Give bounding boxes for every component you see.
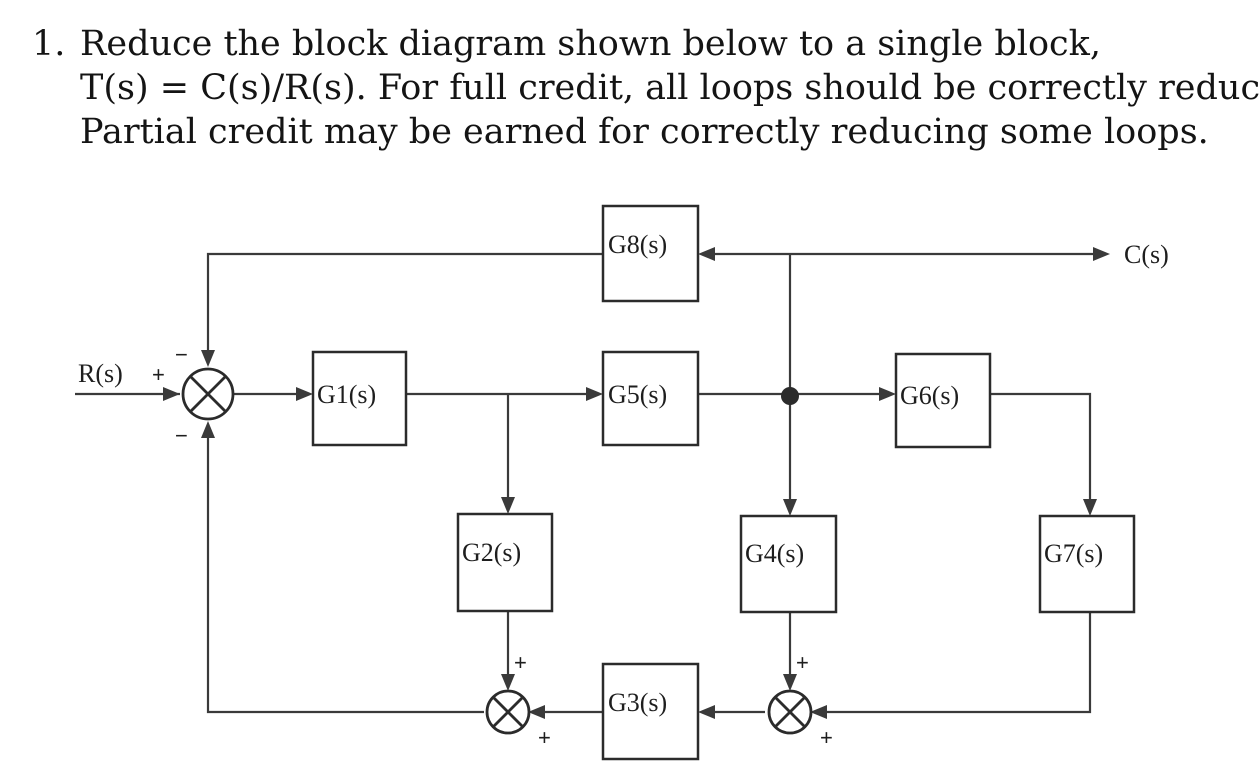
arrowhead-g5 (586, 387, 603, 401)
arrowhead-g6 (879, 387, 896, 401)
problem-line-3: Partial credit may be earned for correct… (80, 112, 1209, 152)
sign-left-top: + (514, 650, 527, 675)
problem-text: Reduce the block diagram shown below to … (80, 22, 1260, 154)
arrowhead-output (1093, 247, 1110, 261)
input-label: R(s) (78, 359, 123, 388)
block-g7-label: G7(s) (1044, 539, 1103, 568)
right-summing-junction (767, 689, 813, 735)
block-g1-label: G1(s) (317, 380, 376, 409)
arrowhead-g3 (698, 705, 715, 719)
block-g4: G4(s) (739, 514, 838, 614)
block-g2-label: G2(s) (462, 538, 521, 567)
arrowhead-g2 (501, 497, 515, 514)
sign-right-right: + (820, 725, 833, 750)
arrowhead-left-sum-top (501, 674, 515, 691)
block-g8-label: G8(s) (608, 230, 667, 259)
arrowhead-g1 (296, 387, 313, 401)
arrowhead-input (163, 387, 180, 401)
block-g3-label: G3(s) (608, 688, 667, 717)
sign-main-input: + (152, 362, 165, 387)
block-g1: G1(s) (311, 350, 408, 447)
block-g6: G6(s) (894, 352, 992, 449)
problem-number: 1. (32, 24, 66, 64)
sign-main-bottom: − (175, 423, 188, 448)
block-g7: G7(s) (1038, 514, 1136, 614)
takeoff-node (781, 387, 799, 405)
block-g4-label: G4(s) (745, 539, 804, 568)
output-label: C(s) (1124, 240, 1169, 269)
wire-bottom-feedback (206, 431, 484, 714)
block-g3: G3(s) (601, 662, 700, 761)
main-summing-junction (181, 367, 235, 421)
sign-main-top: − (175, 342, 188, 367)
arrowhead-right-sum-right (810, 705, 827, 719)
block-g8: G8(s) (601, 204, 700, 303)
wire-g6-to-g7 (990, 392, 1092, 506)
arrowhead-main-sum-top (201, 350, 215, 367)
arrowhead-g4 (783, 499, 797, 516)
block-g5: G5(s) (601, 350, 700, 447)
problem-line-2: T(s) = C(s)/R(s). For full credit, all l… (80, 68, 1260, 108)
arrowhead-g7 (1083, 499, 1097, 516)
block-g2: G2(s) (456, 512, 554, 613)
left-summing-junction (485, 689, 531, 735)
block-g6-label: G6(s) (900, 381, 959, 410)
block-g5-label: G5(s) (608, 380, 667, 409)
arrowhead-main-sum-bottom (201, 421, 215, 438)
sign-left-right: + (538, 725, 551, 750)
wire-g7-to-sum (818, 612, 1092, 714)
problem-line-1: Reduce the block diagram shown below to … (80, 24, 1101, 64)
arrowhead-left-sum-right (528, 705, 545, 719)
arrowhead-g8 (698, 247, 715, 261)
wire-top-feedback (206, 252, 603, 357)
arrowhead-right-sum-top (783, 674, 797, 691)
sign-right-top: + (796, 650, 809, 675)
